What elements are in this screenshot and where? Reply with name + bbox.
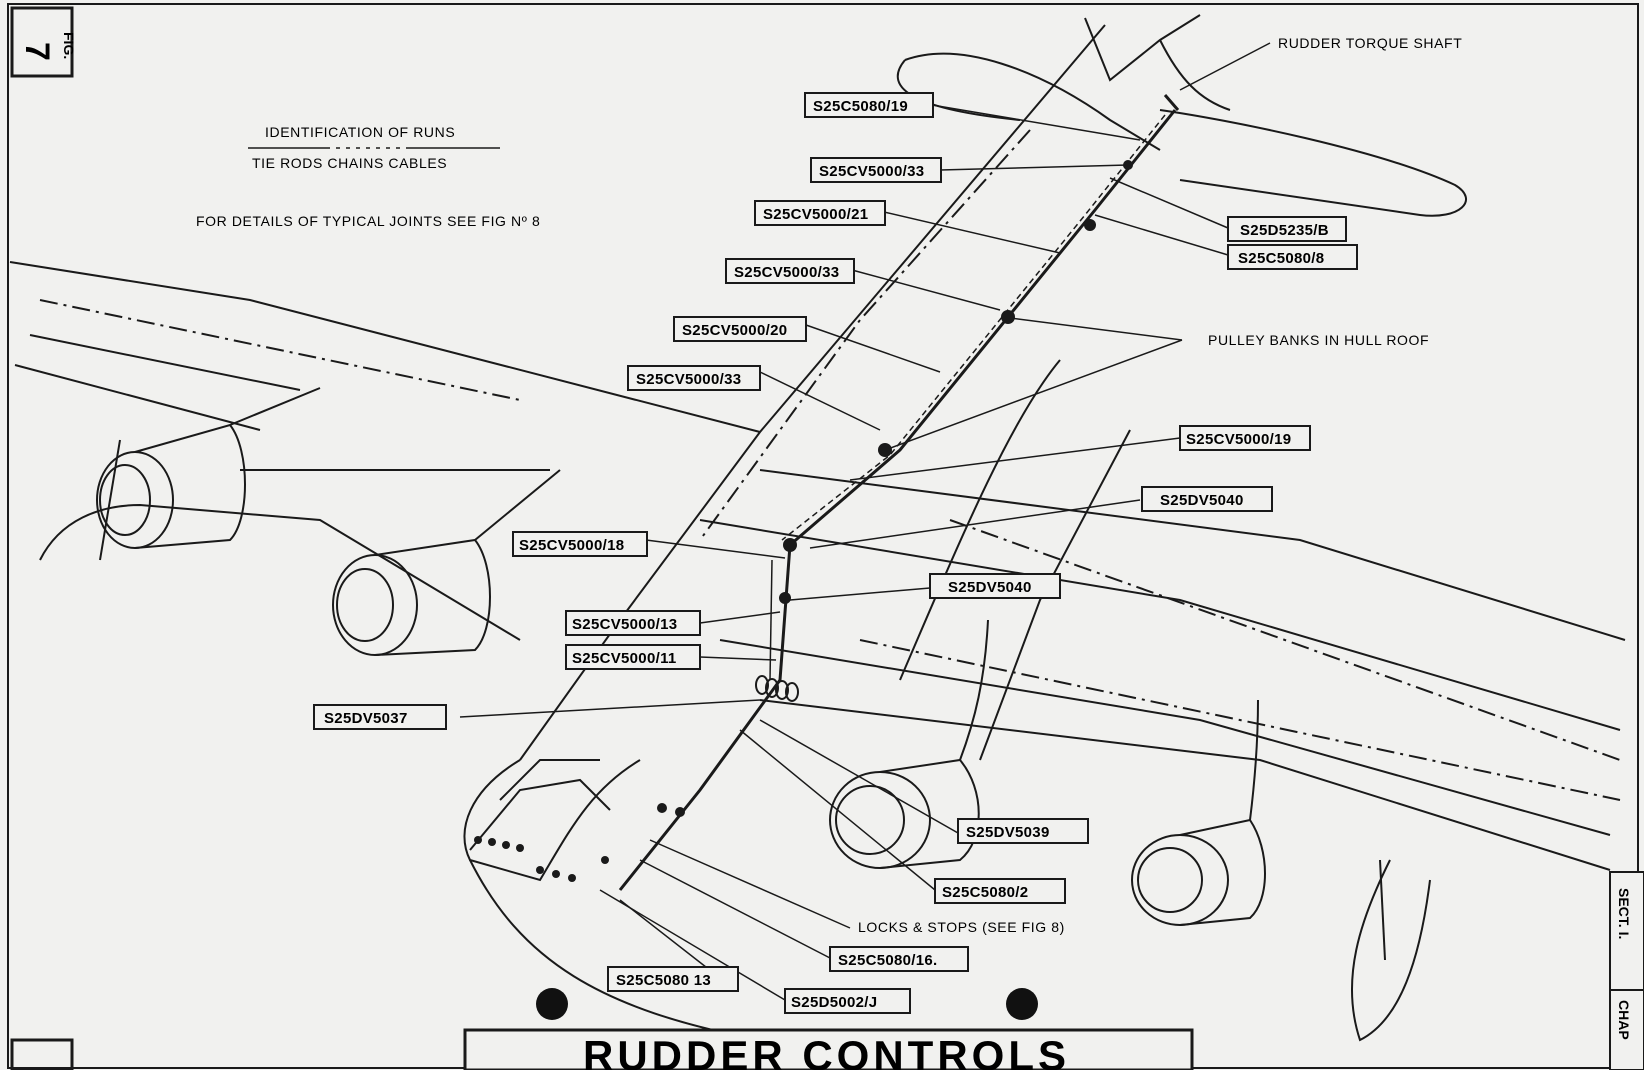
svg-text:S25CV5000/18: S25CV5000/18 — [519, 537, 624, 554]
svg-text:S25CV5000/20: S25CV5000/20 — [682, 322, 787, 339]
chain-sprockets — [755, 675, 799, 702]
svg-text:S25CV5000/33: S25CV5000/33 — [636, 371, 741, 388]
part-label: S25CV5000/33 — [810, 157, 942, 183]
svg-text:S25DV5040: S25DV5040 — [948, 579, 1032, 596]
part-label: S25C5080/16. — [829, 946, 969, 972]
svg-text:S25D5235/B: S25D5235/B — [1240, 222, 1329, 239]
part-label-boxes: S25C5080/19 S25CV5000/33 S25CV5000/21 S2… — [313, 92, 1358, 1014]
legend-title: IDENTIFICATION OF RUNS — [265, 124, 455, 140]
part-label: S25CV5000/33 — [725, 258, 855, 284]
part-label: S25CV5000/13 — [565, 610, 701, 636]
title-block: RUDDER CONTROLS — [463, 1028, 1194, 1070]
part-label: S25CV5000/21 — [754, 200, 886, 226]
figure-number-box: FIG. 7 — [10, 6, 77, 78]
svg-text:S25CV5000/33: S25CV5000/33 — [819, 163, 924, 180]
section-label: SECT. I. — [1616, 888, 1632, 939]
svg-text:S25DV5039: S25DV5039 — [966, 824, 1050, 841]
locks-stops-label: LOCKS & STOPS (SEE FIG 8) — [858, 919, 1065, 935]
part-label: S25DV5037 — [313, 704, 447, 730]
part-label: S25C5080/19 — [804, 92, 934, 118]
svg-text:S25CV5000/19: S25CV5000/19 — [1186, 431, 1291, 448]
part-label: S25CV5000/18 — [512, 531, 648, 557]
part-label: S25C5080/8 — [1227, 244, 1358, 270]
figure-number-box-bottom — [10, 1038, 74, 1070]
details-note: FOR DETAILS OF TYPICAL JOINTS SEE FIG Nº… — [196, 213, 540, 229]
punch-hole-right — [1006, 988, 1038, 1020]
part-label: S25C5080 13 — [607, 966, 739, 992]
aircraft-outline — [9, 14, 1626, 1042]
svg-text:S25DV5040: S25DV5040 — [1160, 492, 1244, 509]
pulley-joints — [601, 160, 1133, 864]
diagram-title: RUDDER CONTROLS — [583, 1032, 1070, 1070]
svg-text:S25CV5000/33: S25CV5000/33 — [734, 264, 839, 281]
part-label: S25C5080/2 — [934, 878, 1066, 904]
part-label: S25CV5000/20 — [673, 316, 807, 342]
svg-text:S25C5080/2: S25C5080/2 — [942, 884, 1028, 901]
part-label: S25D5235/B — [1227, 216, 1347, 242]
svg-text:S25DV5037: S25DV5037 — [324, 710, 408, 727]
svg-text:S25CV5000/21: S25CV5000/21 — [763, 206, 868, 223]
control-run — [618, 94, 1180, 891]
svg-text:S25D5002/J: S25D5002/J — [791, 994, 877, 1011]
rudder-torque-shaft-label: RUDDER TORQUE SHAFT — [1278, 35, 1462, 51]
svg-text:S25CV5000/11: S25CV5000/11 — [572, 650, 677, 667]
part-label: S25DV5039 — [957, 818, 1089, 844]
svg-text:S25C5080/19: S25C5080/19 — [813, 98, 908, 115]
part-label: S25CV5000/11 — [565, 644, 701, 670]
svg-text:S25C5080/8: S25C5080/8 — [1238, 250, 1324, 267]
part-label: S25DV5040 — [929, 573, 1061, 599]
pulley-banks-label: PULLEY BANKS IN HULL ROOF — [1208, 332, 1429, 348]
svg-text:S25CV5000/13: S25CV5000/13 — [572, 616, 677, 633]
part-label: S25CV5000/19 — [1179, 425, 1311, 451]
punch-hole-left — [536, 988, 568, 1020]
part-label: S25D5002/J — [784, 988, 911, 1014]
svg-text:S25C5080/16.: S25C5080/16. — [838, 952, 938, 969]
torque-shaft-leader — [1179, 42, 1271, 91]
leader-lines — [459, 104, 1229, 1001]
section-tab: SECT. I. CHAP — [1609, 871, 1644, 1070]
part-label: S25CV5000/33 — [627, 365, 761, 391]
figure-word: FIG. — [61, 32, 77, 59]
figure-number: 7 — [18, 42, 56, 61]
svg-text:S25C5080 13: S25C5080 13 — [616, 972, 711, 989]
part-label: S25DV5040 — [1141, 486, 1273, 512]
legend-runs: TIE RODS CHAINS CABLES — [252, 155, 447, 171]
chapter-label: CHAP — [1616, 1000, 1632, 1040]
rudder-pedals — [474, 836, 576, 882]
